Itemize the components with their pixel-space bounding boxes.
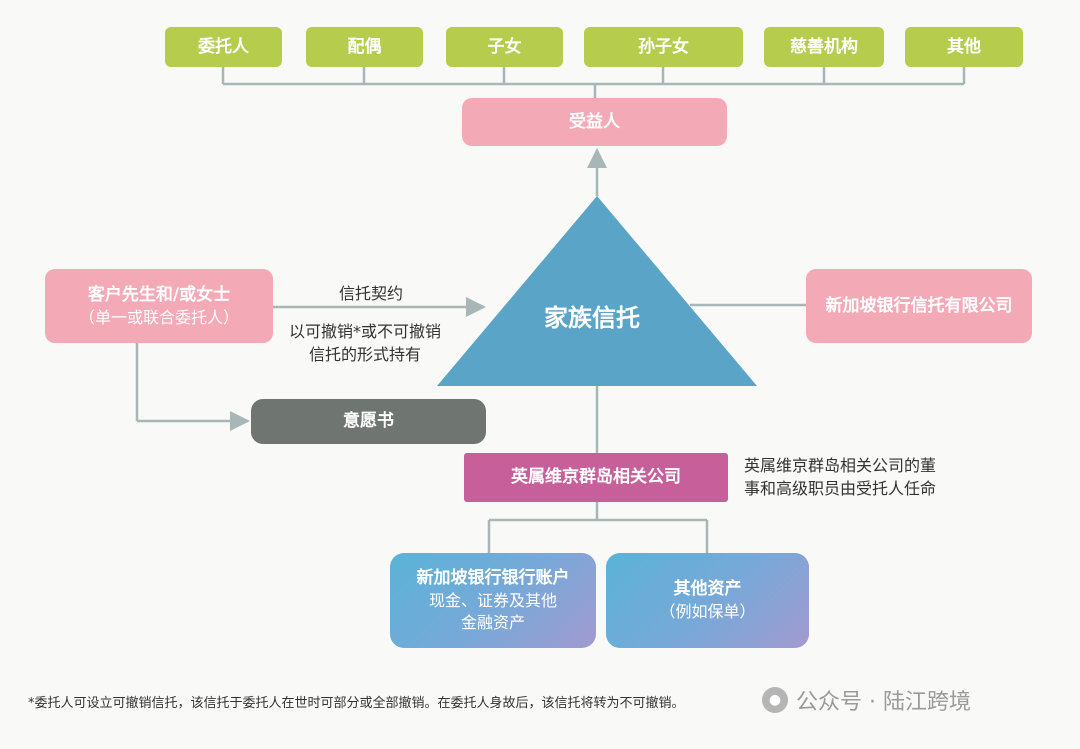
- beneficiary-type-children: 子女: [446, 27, 563, 67]
- other-assets-box: 其他资产 （例如保单）: [606, 553, 809, 648]
- bvi-company-box: 英属维京群岛相关公司: [464, 453, 728, 502]
- bank-account-line2: 现金、证券及其他: [428, 591, 557, 611]
- revocable-note-line2: 信托的形式持有: [309, 345, 422, 365]
- client-title: 客户先生和/或女士: [87, 284, 231, 305]
- bvi-note-line1: 英属维京群岛相关公司的董: [744, 456, 937, 475]
- family-trust-label: 家族信托: [544, 304, 640, 332]
- other-assets-title: 其他资产: [673, 579, 742, 600]
- client-subtitle: （单一或联合委托人）: [78, 307, 239, 327]
- client-box: 客户先生和/或女士 （单一或联合委托人）: [45, 269, 273, 343]
- bank-account-title: 新加坡银行银行账户: [416, 568, 570, 589]
- beneficiary-type-spouse: 配偶: [306, 27, 423, 67]
- trust-deed-label: 信托契约: [339, 284, 404, 303]
- watermark: ● 公众号 · 陆江跨境: [762, 684, 971, 716]
- beneficiary-type-grandchildren: 孙子女: [584, 27, 743, 67]
- other-assets-subtitle: （例如保单）: [659, 602, 756, 622]
- trustee-box: 新加坡银行信托有限公司: [806, 269, 1032, 343]
- revocable-note: 以可撤销*或不可撤销 信托的形式持有: [289, 320, 441, 366]
- revocable-note-line1: 以可撤销*或不可撤销: [289, 322, 442, 341]
- bank-account-line3: 金融资产: [460, 612, 525, 632]
- letter-of-wishes-box: 意愿书: [251, 399, 486, 444]
- beneficiary-box: 受益人: [462, 98, 727, 146]
- watermark-text: 公众号 · 陆江跨境: [796, 690, 971, 715]
- beneficiary-type-other: 其他: [905, 27, 1023, 67]
- footnote: *委托人可设立可撤销信托，该信托于委托人在世时可部分或全部撤销。在委托人身故后，…: [28, 696, 685, 711]
- bvi-note: 英属维京群岛相关公司的董 事和高级职员由受托人任命: [744, 454, 936, 500]
- beneficiary-type-charity: 慈善机构: [764, 27, 884, 67]
- trust-triangle: [437, 196, 757, 386]
- wechat-icon: ●: [762, 687, 788, 713]
- beneficiary-type-settlor: 委托人: [165, 27, 282, 67]
- bvi-note-line2: 事和高级职员由受托人任命: [744, 479, 937, 499]
- bank-account-box: 新加坡银行银行账户 现金、证券及其他 金融资产: [390, 553, 596, 648]
